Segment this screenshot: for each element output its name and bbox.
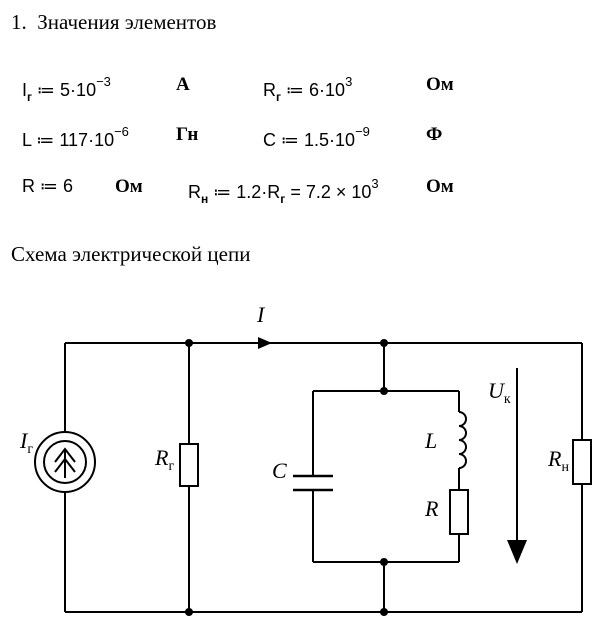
rn-expression: Rн ≔ 1.2·Rг = 7.2 × 103 [188,176,379,206]
r-unit: Ом [115,176,143,197]
values-row-2: L ≔ 117·10−6 Гн C ≔ 1.5·10−9 Ф [0,120,611,160]
junction-dot [380,339,388,347]
section-number: 1. [11,10,27,34]
section-title: Значения элементов [37,10,217,34]
rn-unit: Ом [426,176,454,197]
current-label: I [256,302,266,327]
resistor-rg-icon [179,443,199,487]
current-source-icon [34,431,96,493]
c-unit: Ф [426,124,443,145]
ig-expression: Iг ≔ 5·10−3 [22,74,111,104]
c-label: C [272,458,287,483]
rg-unit: Ом [426,74,454,95]
schema-title: Схема электрической цепи [11,242,251,266]
junction-dot [380,387,388,395]
junction-dot [380,558,388,566]
values-row-1: Iг ≔ 5·10−3 А Rг ≔ 6·103 Ом [0,70,611,110]
rn-label: Rн [547,446,569,475]
rg-expression: Rг ≔ 6·103 [263,74,353,104]
r-label: R [424,496,439,521]
values-row-3: R ≔ 6 Ом Rн ≔ 1.2·Rг = 7.2 × 103 Ом [0,172,611,212]
l-unit: Гн [176,124,199,145]
current-arrow-icon [258,337,272,349]
circuit-diagram: I Iг Rг C L R Uк Rн [19,302,592,616]
source-label: Iг [19,428,33,457]
voltage-label: Uк [488,378,511,407]
inductor-l-icon [458,411,467,469]
ig-unit: А [176,74,190,95]
junction-dot [380,608,388,616]
junction-dot [185,608,193,616]
section-heading: 1. Значения элементов [11,10,216,35]
junction-dot [185,339,193,347]
resistor-rn-icon [572,439,592,485]
r-expression: R ≔ 6 [22,176,74,196]
capacitor-c-icon [293,474,333,492]
rg-label: Rг [154,445,174,474]
resistor-r-icon [449,489,469,535]
l-expression: L ≔ 117·10−6 [22,124,129,150]
l-label: L [424,428,437,453]
c-expression: C ≔ 1.5·10−9 [263,124,370,150]
